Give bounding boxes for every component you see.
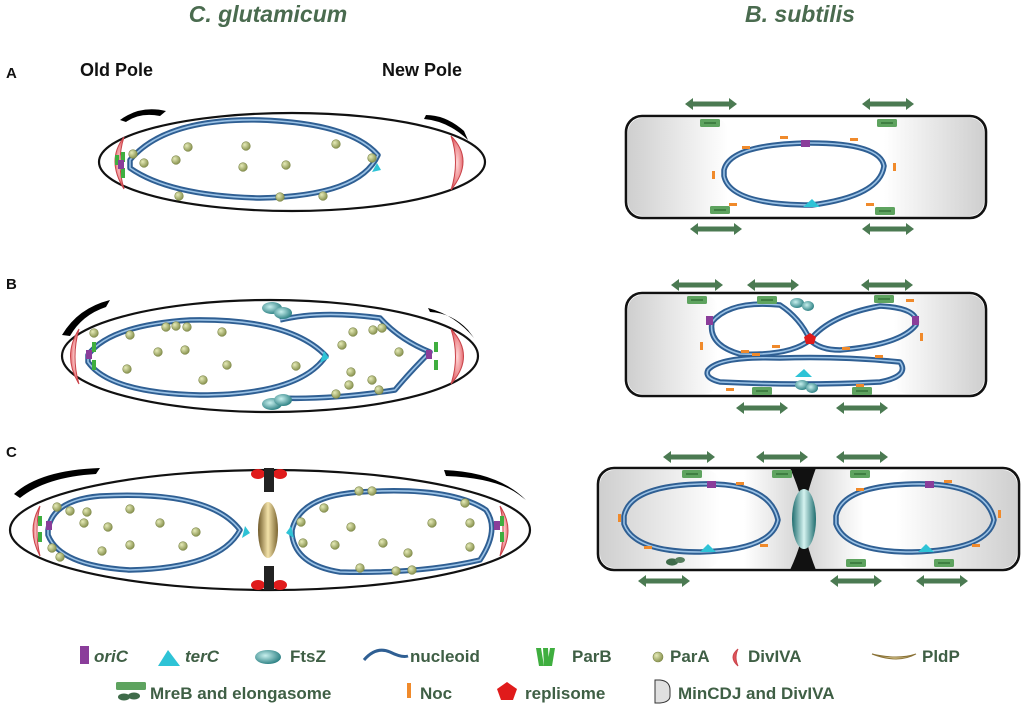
terc-marker bbox=[372, 163, 381, 172]
legend-label-mreb: MreB and elongasome bbox=[150, 684, 331, 703]
new-pole-label: New Pole bbox=[382, 60, 462, 80]
legend-label-oric: oriC bbox=[94, 647, 129, 666]
legend-item-terc: terC bbox=[158, 647, 220, 666]
legend-item-parb: ParB bbox=[536, 647, 612, 666]
ftsz-septum-c bbox=[792, 489, 816, 549]
pldp-septum bbox=[258, 502, 278, 558]
legend: oriC terC FtsZ nucleoid ParB ParA DivIVA bbox=[80, 646, 960, 704]
panel-label-b: B bbox=[6, 276, 17, 293]
legend-label-para: ParA bbox=[670, 647, 710, 666]
bsub-cell-a bbox=[624, 98, 988, 235]
legend-label-mincdj: MinCDJ and DivIVA bbox=[678, 684, 834, 703]
panel-label-c: C bbox=[6, 444, 17, 461]
legend-label-nucleoid: nucleoid bbox=[410, 647, 480, 666]
legend-item-replisome: replisome bbox=[497, 682, 605, 703]
legend-label-pldp: PldP bbox=[922, 647, 960, 666]
legend-label-terc: terC bbox=[185, 647, 220, 666]
cglut-cell-c bbox=[8, 468, 532, 592]
panel-label-a: A bbox=[6, 65, 17, 82]
legend-item-nucleoid: nucleoid bbox=[362, 647, 480, 666]
bsub-cell-c bbox=[596, 451, 1021, 587]
parb-cluster bbox=[115, 152, 125, 178]
species-title-right: B. subtilis bbox=[745, 1, 855, 27]
legend-label-replisome: replisome bbox=[525, 684, 605, 703]
legend-label-parb: ParB bbox=[572, 647, 612, 666]
legend-label-ftsz: FtsZ bbox=[290, 647, 326, 666]
bsub-cell-b bbox=[624, 279, 988, 414]
oric-marker bbox=[118, 160, 124, 169]
legend-item-mincdj: MinCDJ and DivIVA bbox=[654, 679, 834, 704]
legend-item-para: ParA bbox=[652, 647, 710, 666]
legend-item-noc: Noc bbox=[407, 683, 452, 703]
legend-label-divivacap: DivIVA bbox=[748, 647, 802, 666]
cglut-cell-b bbox=[60, 298, 480, 414]
replisome-septum bbox=[251, 468, 287, 590]
legend-item-ftsz: FtsZ bbox=[255, 647, 326, 666]
cglut-cell-a bbox=[97, 109, 487, 213]
ftsz-ring-b bbox=[262, 302, 292, 410]
legend-item-pldp: PldP bbox=[871, 647, 960, 666]
species-title-left: C. glutamicum bbox=[189, 1, 347, 27]
legend-item-mreb: MreB and elongasome bbox=[116, 682, 331, 703]
legend-item-divivacap: DivIVA bbox=[732, 647, 802, 667]
old-pole-label: Old Pole bbox=[80, 60, 153, 80]
replisome-b bbox=[804, 333, 816, 344]
legend-item-oric: oriC bbox=[80, 646, 129, 666]
legend-label-noc: Noc bbox=[420, 684, 452, 703]
